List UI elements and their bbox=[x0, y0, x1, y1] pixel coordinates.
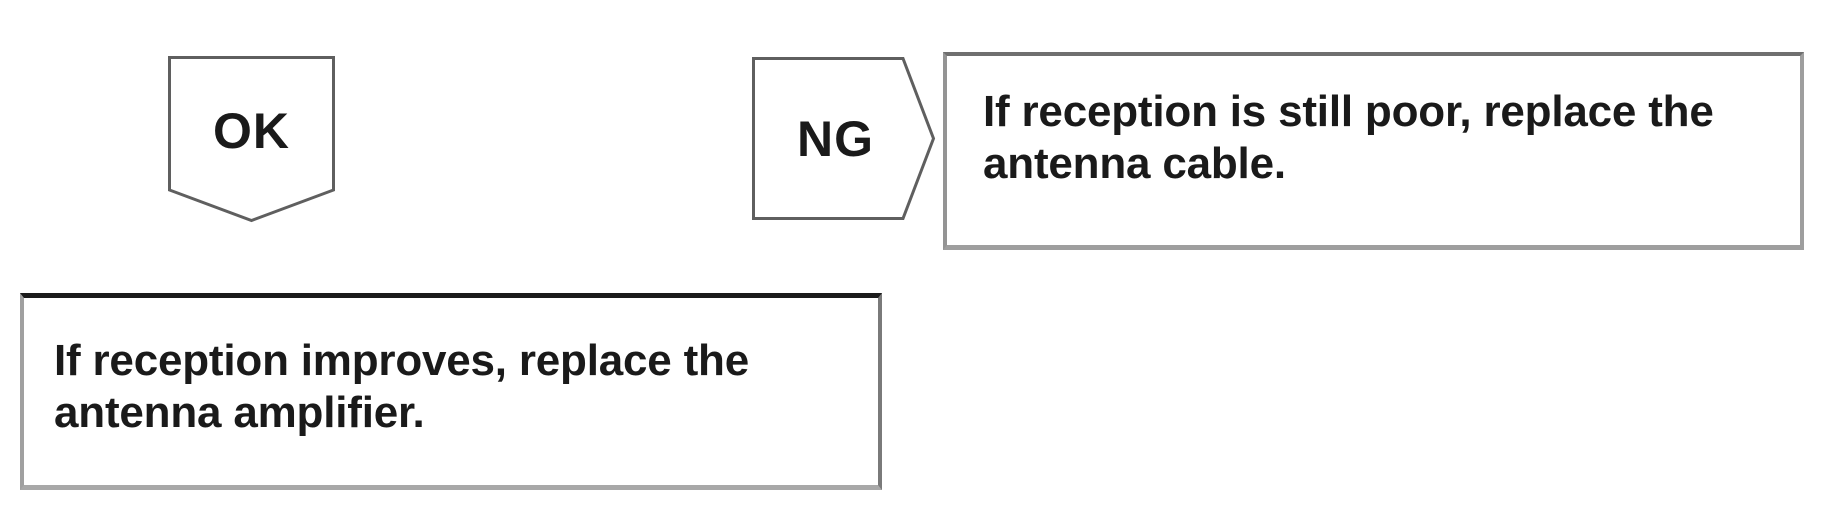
ng-pentagon-right-shape bbox=[752, 57, 936, 220]
ok-pentagon-down-shape bbox=[168, 56, 335, 223]
ng-instruction-box: If reception is still poor, replace the … bbox=[943, 52, 1804, 250]
ok-instruction-box: If reception improves, replace the anten… bbox=[20, 293, 882, 490]
